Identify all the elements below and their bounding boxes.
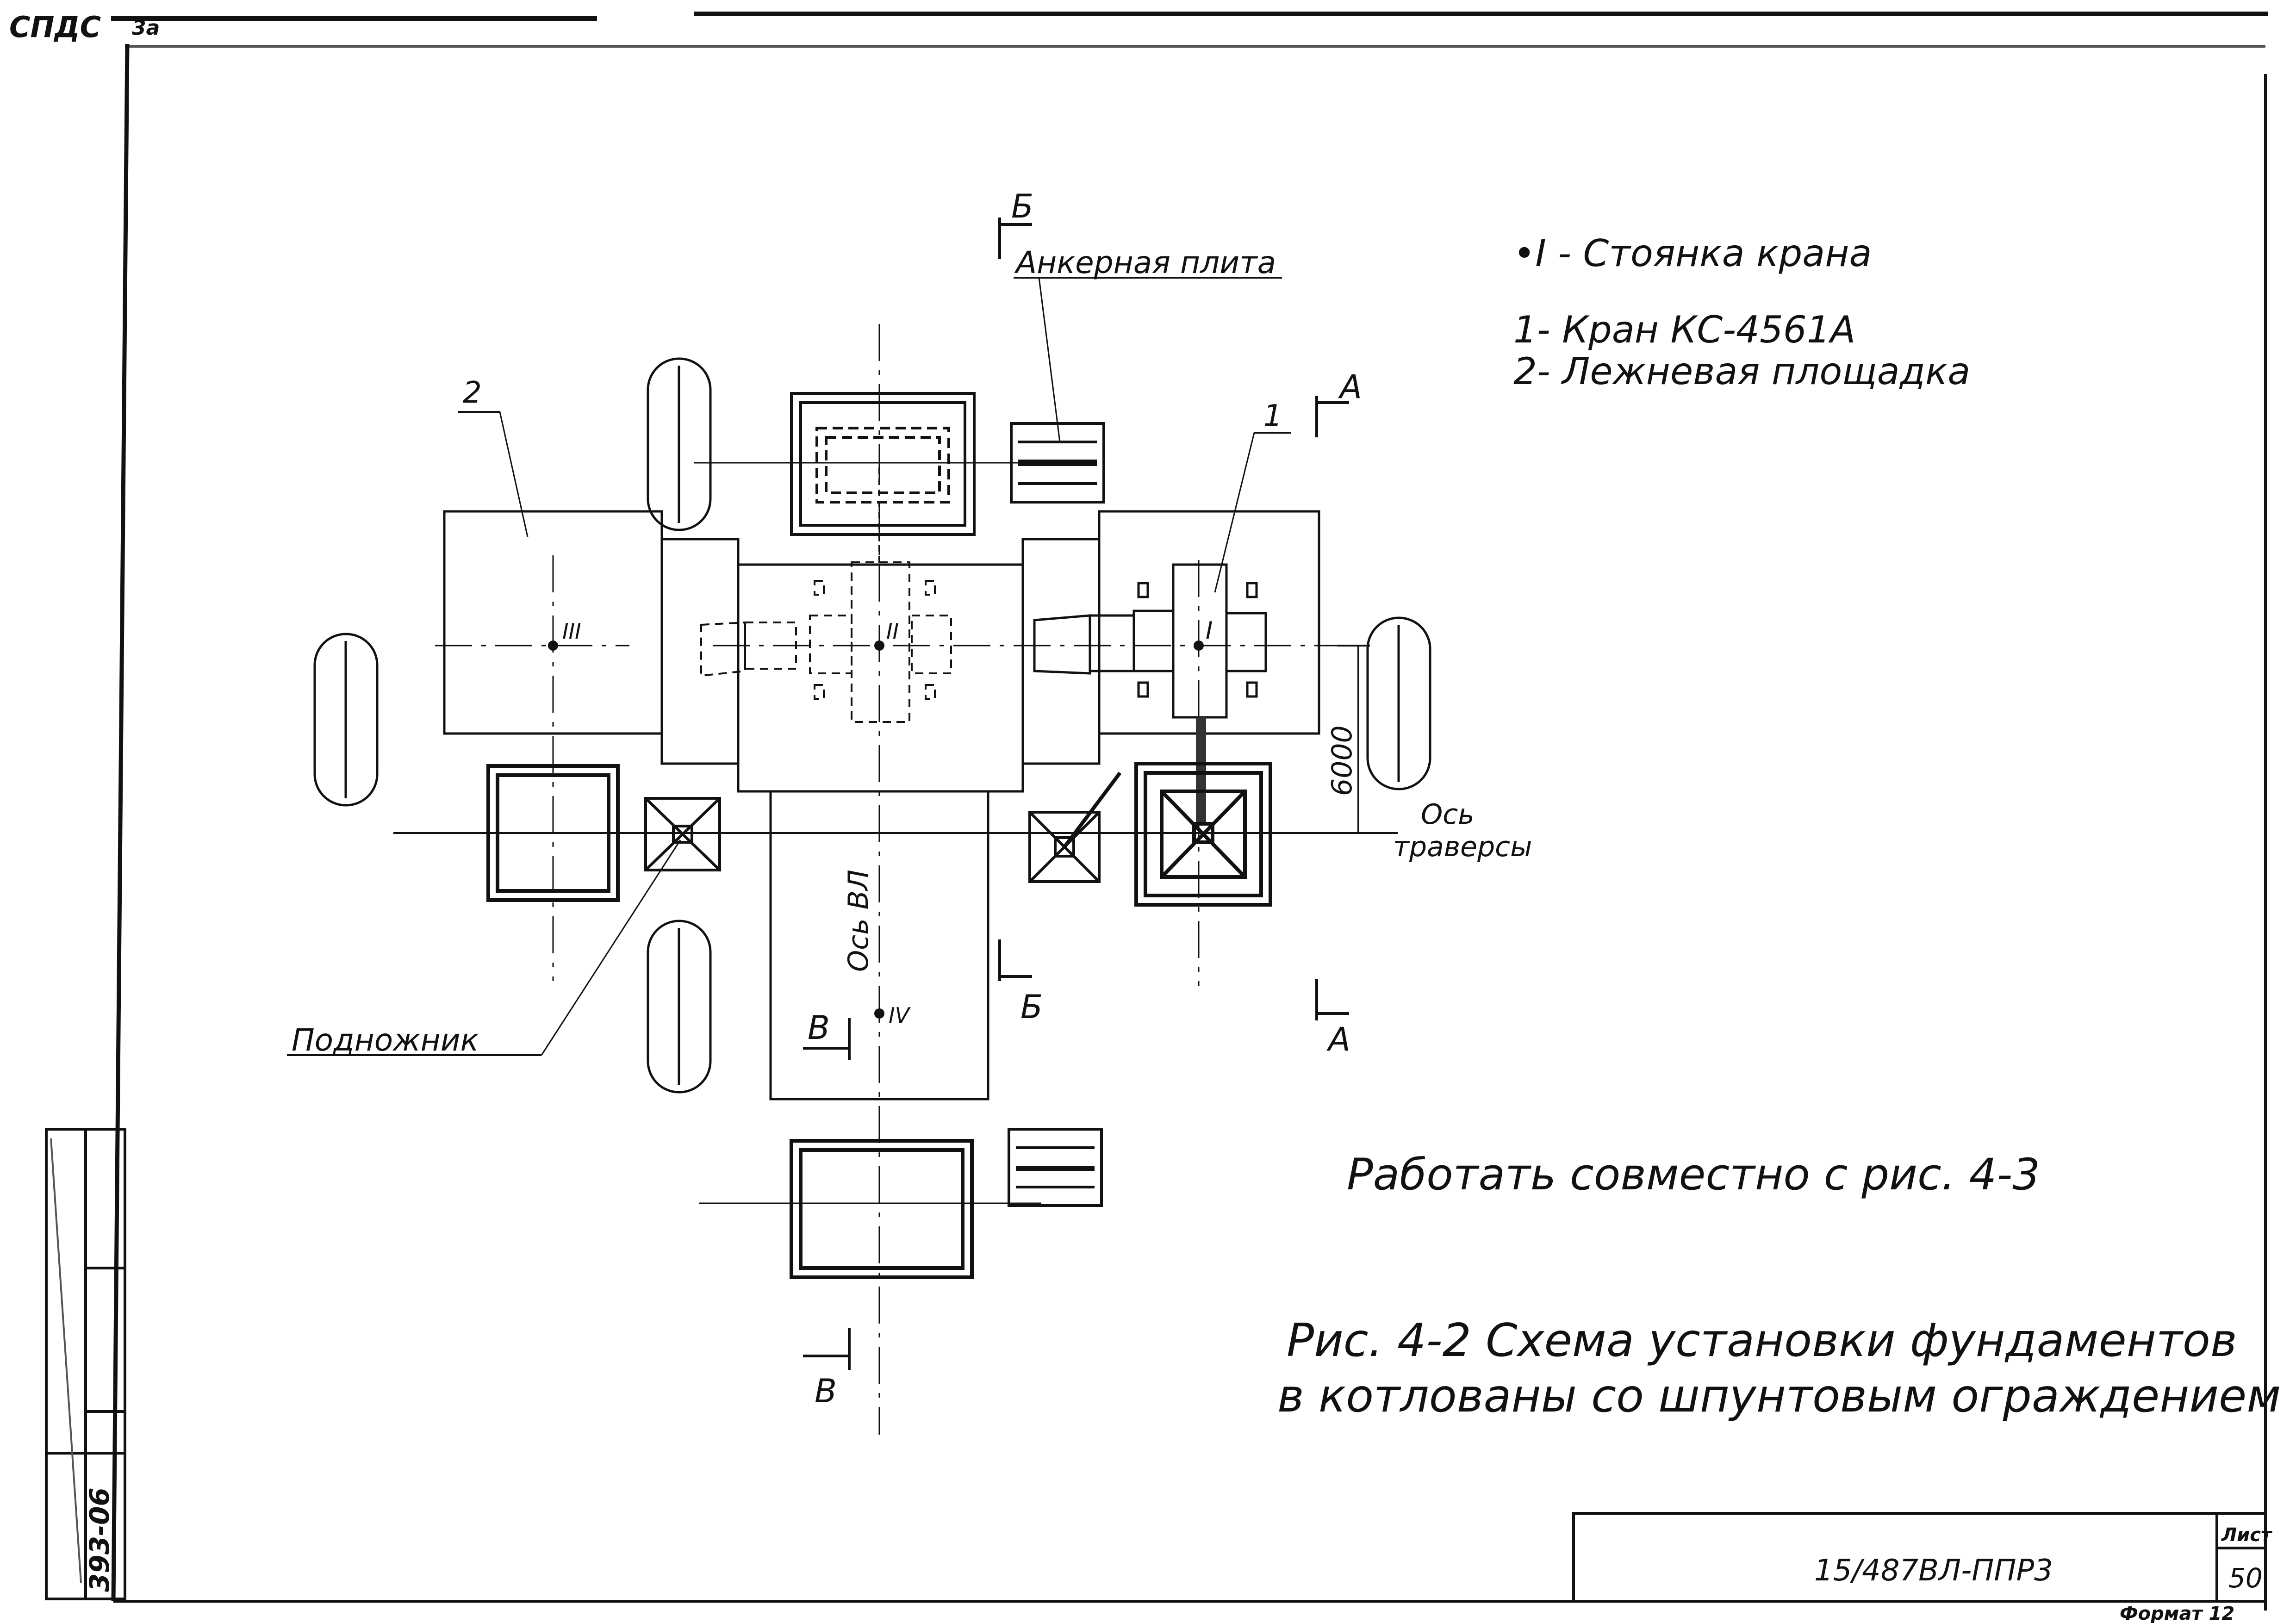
platform-II — [737, 563, 1024, 793]
crane-at-stand-I — [1033, 563, 1267, 824]
legend-item-crane: 1- Кран КС-4561А — [1513, 308, 1855, 351]
section-v-bottom: В — [815, 1372, 837, 1410]
platform-IV — [769, 790, 989, 1101]
stand-label-I: I — [1206, 617, 1213, 645]
stand-point-I — [1194, 640, 1204, 651]
figure-caption-line2: в котлованы со шпунтовым ограждением — [1277, 1370, 2281, 1423]
axis-traverse-label-2: траверсы — [1393, 831, 1532, 863]
title-block — [1572, 1512, 2267, 1603]
outrigger-pad-right — [1366, 616, 1431, 790]
footing-label: Подножник — [292, 1022, 479, 1058]
figure-caption-line1: Рис. 4-2 Схема установки фундаментов — [1287, 1314, 2237, 1367]
format-label: Формат 12 — [2120, 1603, 2234, 1623]
excavation-left — [486, 764, 620, 902]
section-a-top: А — [1338, 368, 1362, 406]
top-left-mark: 3а — [132, 16, 160, 40]
section-b-bottom: Б — [1020, 988, 1043, 1026]
legend-item-crane-stand: •I - Стоянка крана — [1513, 232, 1872, 275]
anchor-plate-bottom — [1008, 1128, 1103, 1207]
sheet-label: Лист — [2221, 1524, 2273, 1546]
footing-right — [1028, 771, 1122, 883]
inventory-number: 393-06 — [84, 1487, 115, 1592]
top-left-stamp: СПДС — [9, 10, 101, 44]
stand-point-II — [874, 640, 884, 651]
dimension-6000: 6000 — [1326, 725, 1358, 796]
legend: •I - Стоянка крана 1- Кран КС-4561А 2- Л… — [1513, 232, 1970, 393]
stand-point-III — [548, 640, 558, 651]
stand-label-IV: IV — [889, 1003, 911, 1028]
footing-left — [644, 797, 721, 871]
plan-drawing — [287, 218, 1431, 1435]
legend-item-platform: 2- Лежневая площадка — [1513, 350, 1970, 393]
sheet-frame — [111, 12, 2268, 1611]
stand-label-III: III — [562, 619, 581, 644]
outrigger-pad-bottom — [647, 920, 712, 1094]
crane-at-stand-II — [700, 561, 952, 723]
section-v-top: В — [808, 1009, 830, 1047]
section-b-top: Б — [1011, 187, 1033, 225]
stand-point-IV — [874, 1008, 884, 1019]
outrigger-pad-top — [647, 357, 712, 531]
callout-1: 1 — [1263, 399, 1282, 433]
excavation-bottom — [790, 1139, 974, 1279]
anchor-plate-top — [1010, 422, 1105, 504]
stand-label-II: II — [886, 619, 899, 644]
callout-2: 2 — [463, 376, 482, 410]
document-code: 15/487ВЛ-ППР3 — [1814, 1554, 2053, 1588]
excavation-top — [790, 392, 976, 536]
sheet-number: 50 — [2228, 1562, 2263, 1594]
outrigger-pad-left — [313, 633, 379, 807]
anchor-plate-label: Анкерная плита — [1014, 245, 1276, 280]
section-a-bottom: А — [1326, 1020, 1350, 1058]
axis-traverse-label-1: Ось — [1421, 798, 1475, 831]
work-together-note: Работать совместно с рис. 4-3 — [1347, 1150, 2040, 1200]
side-stamp-block — [45, 1128, 126, 1600]
axis-vl-label: Ось ВЛ — [842, 870, 875, 972]
excavation-right — [1134, 762, 1272, 907]
